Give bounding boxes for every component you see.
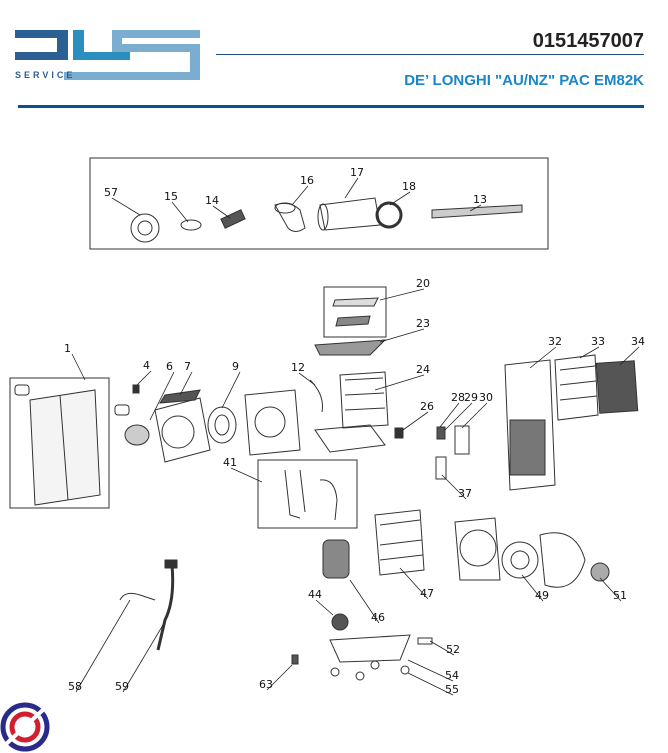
leader-line [529,346,557,369]
callout-label-6: 6 [166,360,173,373]
leader-line [402,411,429,431]
callout-label-37: 37 [458,487,472,500]
callout-label-46: 46 [371,611,385,624]
leader-line [266,664,293,691]
callout-label-34: 34 [631,335,645,348]
leader-line [111,197,141,216]
logo-d [15,30,68,60]
leader-line [71,353,86,381]
callout-label-32: 32 [548,335,562,348]
leader-line [429,640,455,656]
leader-line [439,402,460,428]
leader-line [521,574,544,602]
leader-line [441,474,467,500]
leader-line [298,372,316,386]
leader-line [389,191,411,206]
callout-label-49: 49 [535,589,549,602]
callout-label-59: 59 [115,680,129,693]
leader-line [599,577,622,602]
leader-line [407,672,454,696]
leader-line [619,346,640,366]
callout-label-17: 17 [350,166,364,179]
leader-line [444,402,473,431]
callout-label-41: 41 [223,456,237,469]
accessories-box [89,157,549,250]
leader-line [399,567,429,600]
callout-label-24: 24 [416,363,430,376]
callout-label-33: 33 [591,335,605,348]
callout-label-44: 44 [308,588,322,601]
callout-label-58: 58 [68,680,82,693]
callout-label-23: 23 [416,317,430,330]
leader-line [407,659,454,682]
leader-line [291,185,309,206]
filter-box [323,286,387,338]
callout-label-16: 16 [300,174,314,187]
leader-line [374,374,425,391]
leader-line [579,346,600,359]
leader-line [315,599,334,616]
callout-label-1: 1 [64,342,71,355]
leader-line [344,177,359,199]
callout-label-7: 7 [184,360,191,373]
leader-line [122,624,164,693]
callout-label-47: 47 [420,587,434,600]
leader-line [469,204,482,212]
leader-line [149,371,175,421]
pipes-box [257,459,358,529]
leader-line [230,467,263,483]
leader-line [171,201,189,223]
divider [18,105,644,108]
leader-line [461,402,488,429]
part-code: 0151457007 [532,30,644,52]
callout-label-26: 26 [420,400,434,413]
leader-line [136,370,152,386]
logo-s [64,30,200,80]
leader-line [379,288,425,301]
callout-label-15: 15 [164,190,178,203]
callout-label-14: 14 [205,194,219,207]
leader-line [212,205,231,219]
callout-label-29: 29 [464,391,478,404]
leader-line [179,371,193,396]
model-title: DE’ LONGHI "AU/NZ" PAC EM82K [404,72,644,89]
callout-label-28: 28 [451,391,465,404]
leader-line [349,579,380,624]
leader-line [221,371,241,409]
callout-label-18: 18 [402,180,416,193]
cabinet-box [9,377,110,509]
callout-label-51: 51 [613,589,627,602]
callout-label-9: 9 [232,360,239,373]
callout-label-13: 13 [473,193,487,206]
callout-label-12: 12 [291,361,305,374]
divider [216,54,644,55]
callout-label-30: 30 [479,391,493,404]
logo-service: SERVICE [15,70,76,80]
leader-line [75,599,131,693]
logo-l [73,30,130,60]
leader-line [379,328,425,343]
callout-label-20: 20 [416,277,430,290]
callout-label-4: 4 [143,359,150,372]
callout-label-57: 57 [104,186,118,199]
